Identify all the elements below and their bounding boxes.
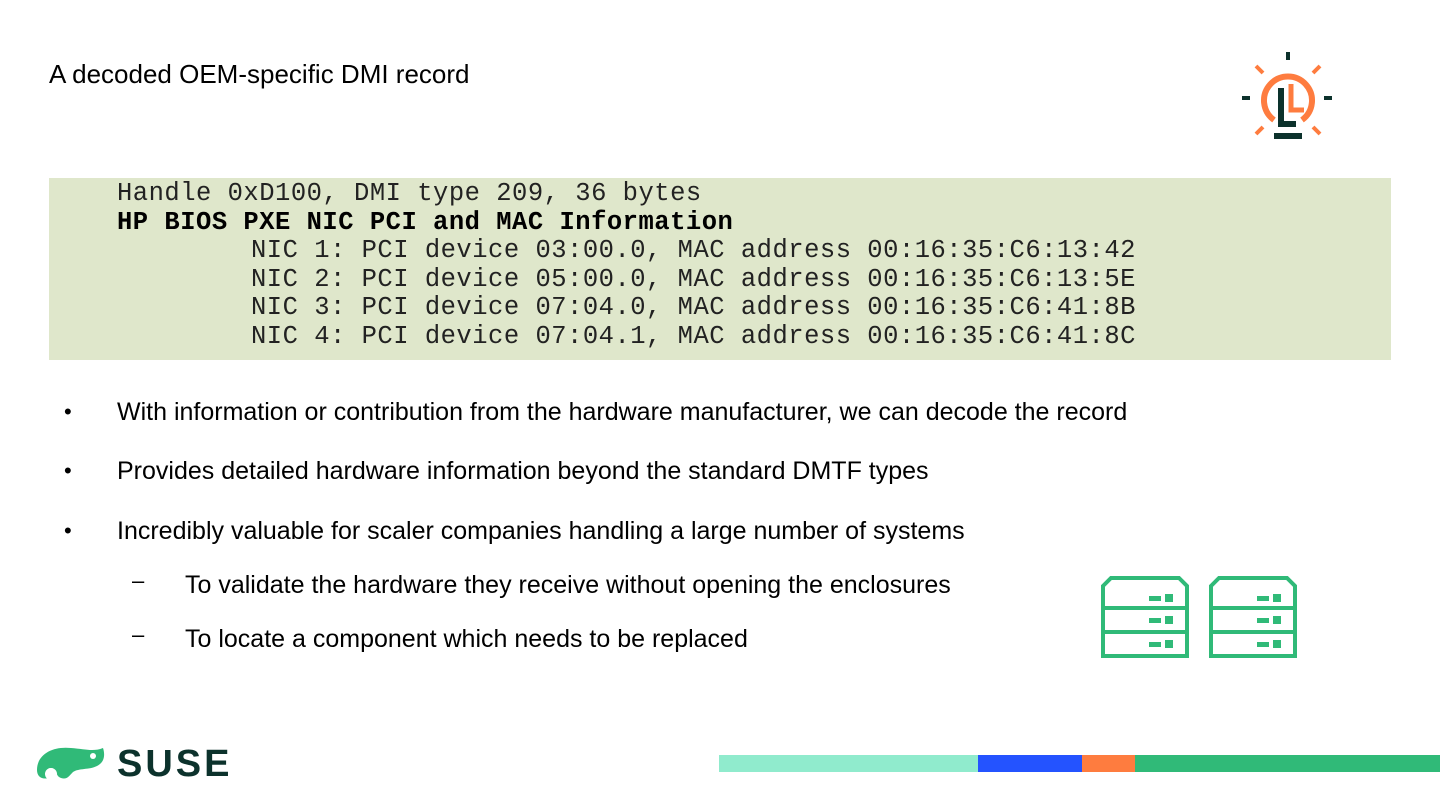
bullet-marker: •	[64, 458, 72, 483]
brand-bar-orange	[1082, 755, 1135, 772]
code-nic-line: NIC 2: PCI device 05:00.0, MAC address 0…	[251, 264, 1136, 294]
sub-bullet-marker: –	[132, 568, 145, 593]
dmi-record-code-block: Handle 0xD100, DMI type 209, 36 bytes HP…	[49, 178, 1391, 360]
bullet-marker: •	[64, 518, 72, 543]
chameleon-logo-icon	[37, 747, 105, 780]
brand-bar-blue	[978, 755, 1082, 772]
code-nic-line: NIC 3: PCI device 07:04.0, MAC address 0…	[251, 293, 1136, 323]
code-record-title: HP BIOS PXE NIC PCI and MAC Information	[117, 207, 734, 237]
suse-logo: SUSE	[37, 743, 232, 785]
sub-bullet-marker: –	[132, 622, 145, 647]
lightbulb-icon	[1242, 52, 1332, 139]
brand-bar-green	[1135, 755, 1440, 772]
suse-logo-text: SUSE	[117, 743, 232, 785]
server-rack-icon	[1101, 576, 1297, 658]
bullet-text: Provides detailed hardware information b…	[117, 457, 929, 485]
bullet-text: Incredibly valuable for scaler companies…	[117, 517, 965, 545]
bullet-text: With information or contribution from th…	[117, 398, 1128, 426]
bullet-marker: •	[64, 399, 72, 424]
brand-bar-mint	[719, 755, 978, 772]
code-handle-line: Handle 0xD100, DMI type 209, 36 bytes	[117, 179, 702, 208]
code-nic-line: NIC 4: PCI device 07:04.1, MAC address 0…	[251, 321, 1136, 351]
sub-bullet-text: To locate a component which needs to be …	[185, 625, 748, 653]
code-nic-line: NIC 1: PCI device 03:00.0, MAC address 0…	[251, 236, 1136, 266]
sub-bullet-text: To validate the hardware they receive wi…	[185, 571, 951, 599]
slide-title: A decoded OEM-specific DMI record	[49, 59, 470, 89]
